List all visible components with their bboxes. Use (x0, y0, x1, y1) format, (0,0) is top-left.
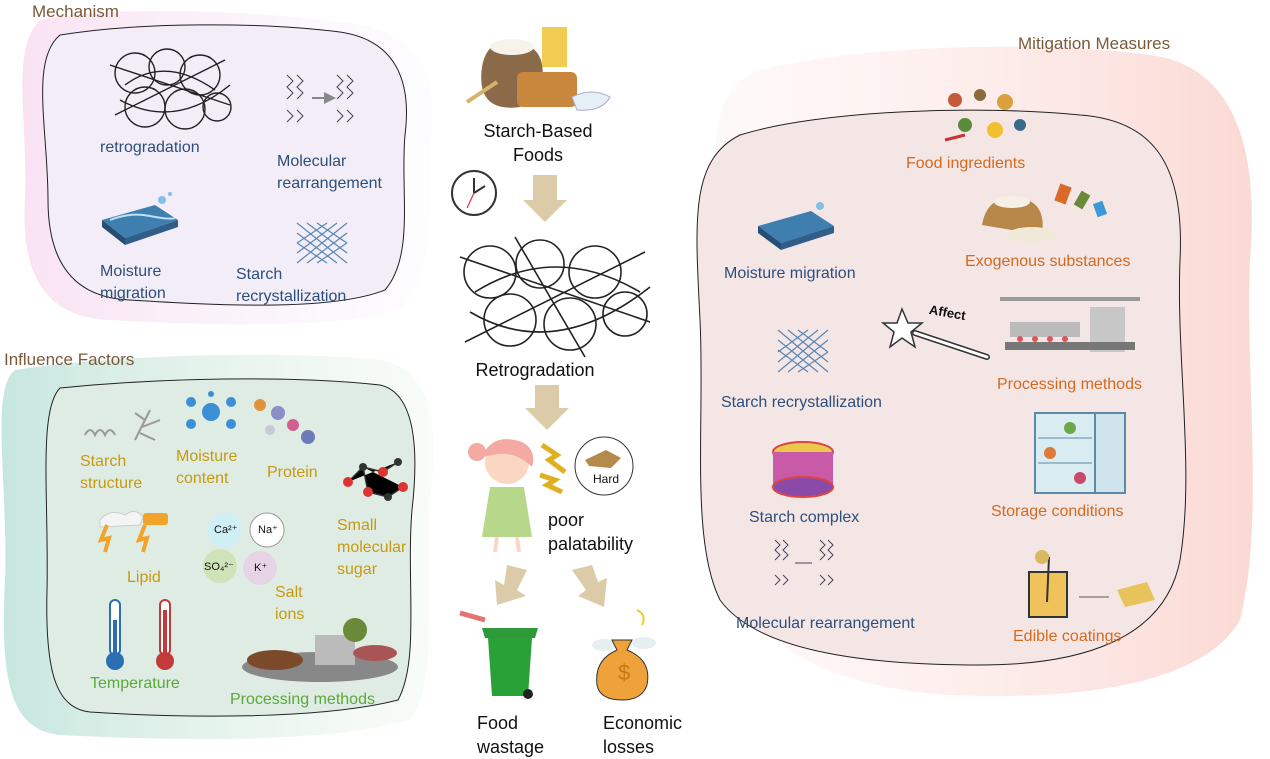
retrogradation-label: Retrogradation (475, 360, 595, 380)
molecular-rearr-mit-label: Molecular rearrangement (736, 615, 915, 632)
food-ingredients-icon (944, 89, 1026, 142)
food-wastage-label: Food wastage (477, 713, 545, 757)
clock-icon (451, 170, 497, 216)
influence-blob (45, 378, 416, 717)
mechanism-label-retrogradation: retrogradation (100, 139, 200, 156)
influence-label-protein: Protein (267, 464, 318, 481)
food-ingredients-label: Food ingredients (906, 155, 1026, 172)
ion-k: K⁺ (254, 562, 268, 574)
mechanism-label-moisture-migration: Moisture migration (100, 263, 166, 302)
influence-label-starch-structure: Starch structure (80, 453, 143, 492)
starch-complex-icon (772, 441, 834, 498)
small-molecular-sugar-icon (343, 458, 408, 501)
magic-wand-icon (880, 306, 990, 360)
mechanism-title: Mechanism (32, 2, 119, 21)
moisture-migration-small-icon (102, 192, 178, 245)
mechanism-label-starch-recrystallization: Starch recrystallization (236, 266, 347, 305)
edible-coatings-label: Edible coatings (1013, 628, 1122, 645)
edible-coatings-icon (1028, 550, 1155, 618)
trash-bin-icon (459, 610, 538, 699)
retrogradation-small-icon (109, 48, 232, 130)
influence-label-processing: Processing methods (230, 691, 375, 708)
dollar-sign: $ (618, 660, 631, 685)
mitigation-title: Mitigation Measures (1018, 34, 1171, 53)
ion-na: Na⁺ (258, 524, 278, 536)
influence-label-moisture-content: Moisture content (176, 448, 238, 487)
mitigation-blob (696, 109, 1187, 666)
moisture-content-icon (186, 391, 236, 429)
starch-complex-label: Starch complex (749, 509, 860, 526)
hard-bread-icon (574, 436, 634, 496)
starch-foods-label: Starch-Based Foods (483, 121, 593, 165)
economic-losses-label: Economic losses (603, 713, 683, 757)
starch-recrystallization-small-icon (296, 222, 348, 264)
starch-foods-icon (465, 27, 611, 111)
starch-recryst-mit-icon (777, 329, 829, 373)
starch-recryst-mit-label: Starch recrystallization (721, 394, 882, 411)
retrogradation-large-icon (459, 236, 651, 358)
arrow-retro-to-pal (525, 385, 569, 430)
unhappy-girl-icon (468, 439, 534, 553)
arrow-pal-to-loss (572, 565, 607, 607)
arrow-pal-to-waste (495, 565, 527, 605)
influence-label-salt-ions: Salt ions (275, 584, 305, 623)
molecular-rearrangement-small-icon (286, 74, 354, 123)
fridge-icon (1034, 412, 1126, 494)
starch-structure-icon (84, 409, 161, 441)
ion-ca: Ca²⁺ (214, 524, 238, 536)
influence-label-temperature: Temperature (90, 675, 180, 692)
exogenous-substances-label: Exogenous substances (965, 253, 1131, 270)
protein-icon (254, 399, 315, 444)
hard-label: Hard (593, 472, 620, 486)
poor-palatability-label: poor palatability (548, 510, 634, 554)
processing-factory-icon (1000, 297, 1140, 352)
lipid-icon (97, 511, 168, 553)
moisture-migration-mit-label: Moisture migration (724, 265, 856, 282)
thermometer-cold-icon (106, 599, 124, 670)
salt-ions-icon (203, 512, 285, 585)
influence-label-small-sugar: Small molecular sugar (337, 517, 407, 578)
arrow-foods-to-retro (523, 175, 567, 222)
influence-label-lipid: Lipid (127, 569, 161, 586)
processing-food-icon (242, 618, 398, 682)
influence-title: Influence Factors (4, 350, 135, 369)
molecular-rearr-mit-icon (774, 539, 834, 586)
storage-conditions-label: Storage conditions (991, 503, 1124, 520)
moisture-migration-mit-icon (758, 202, 834, 250)
exogenous-substances-icon (982, 183, 1108, 243)
ion-so4: SO₄²⁻ (204, 561, 234, 573)
lightning-icon (539, 442, 567, 495)
mechanism-label-molecular-rearrangement: Molecular rearrangement (277, 153, 382, 192)
processing-methods-label: Processing methods (997, 376, 1142, 393)
thermometer-hot-icon (156, 599, 174, 670)
money-bag-icon (592, 609, 656, 701)
